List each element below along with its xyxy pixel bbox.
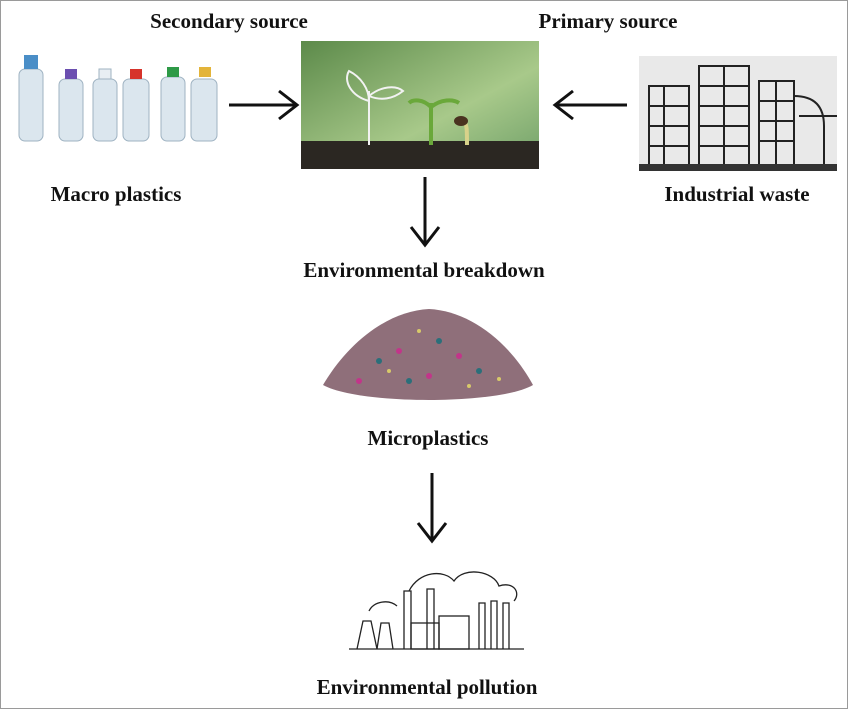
environmental-breakdown-label: Environmental breakdown — [303, 258, 545, 282]
industrial-waste-label: Industrial waste — [664, 182, 810, 206]
arrow-right-icon — [227, 89, 301, 121]
microplastics-image — [319, 301, 537, 413]
environmental-pollution-label: Environmental pollution — [316, 675, 538, 699]
arrow-down-icon — [416, 471, 448, 545]
macro-plastics-label: Macro plastics — [50, 182, 182, 206]
plastic-bottles-image — [15, 49, 225, 144]
primary-source-label: Primary source — [538, 9, 678, 33]
secondary-source-label: Secondary source — [150, 9, 308, 33]
factory-pollution-sketch — [349, 561, 524, 653]
arrow-left-icon — [551, 89, 629, 121]
industrial-plant-image — [639, 56, 837, 171]
seedling-image — [301, 41, 539, 169]
microplastics-label: Microplastics — [367, 426, 489, 450]
arrow-down-icon — [409, 175, 441, 249]
